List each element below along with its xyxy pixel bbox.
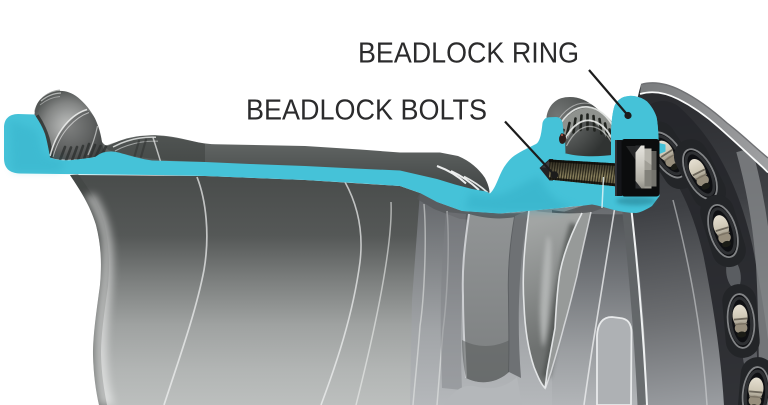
svg-text:BEADLOCK BOLTS: BEADLOCK BOLTS <box>246 95 487 127</box>
svg-text:BEADLOCK RING: BEADLOCK RING <box>358 38 579 70</box>
